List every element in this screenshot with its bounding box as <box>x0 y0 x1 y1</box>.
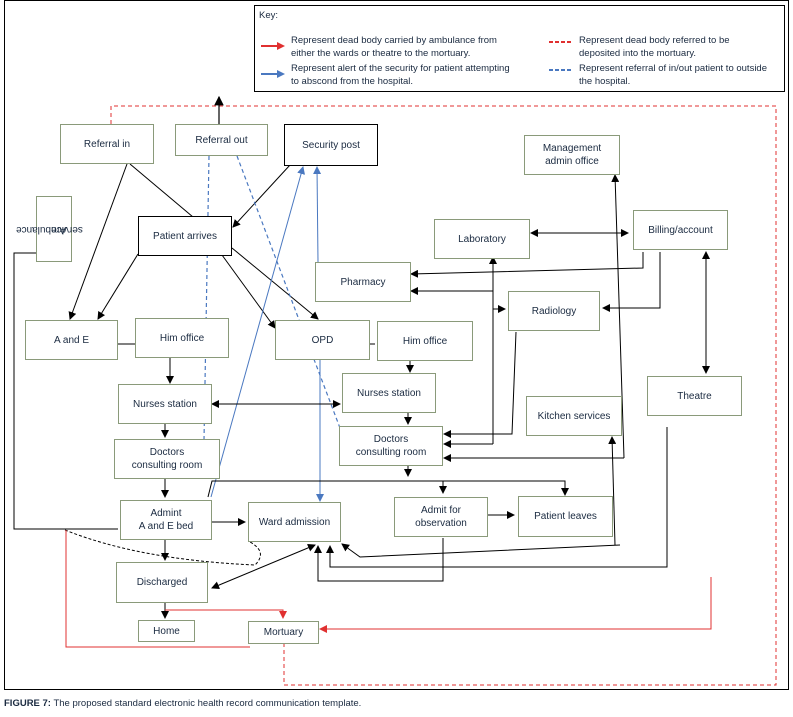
link-patient-a-and-e <box>97 253 139 320</box>
link-ward-to-security <box>313 166 322 263</box>
legend-blue-dashed-icon <box>549 69 573 71</box>
node-kitchen-services: Kitchen services <box>526 396 622 436</box>
node-referral-out: Referral out <box>175 124 268 156</box>
figure-frame <box>4 0 789 690</box>
node-theatre: Theatre <box>647 376 742 416</box>
node-opd: OPD <box>275 320 370 360</box>
node-laboratory: Laboratory <box>434 219 530 259</box>
legend-red-arrow-icon <box>261 42 285 50</box>
legend: Key: Represent dead body carried by ambu… <box>254 5 785 92</box>
node-home: Home <box>138 620 195 642</box>
link-referral-in-a-and-e <box>68 163 128 320</box>
link-security-patient <box>232 164 291 228</box>
node-security-post: Security post <box>284 124 378 166</box>
node-him-office-left: Him office <box>135 318 229 358</box>
node-radiology: Radiology <box>508 291 600 331</box>
legend-item-blue-arrow: Represent alert of the security for pati… <box>291 63 510 87</box>
node-pharmacy: Pharmacy <box>315 262 411 302</box>
node-patient-leaves: Patient leaves <box>518 496 613 537</box>
link-referral-in-patient <box>129 163 194 218</box>
node-referral-in: Referral in <box>60 124 154 164</box>
node-discharged: Discharged <box>116 562 208 603</box>
legend-blue-arrow-icon <box>261 70 285 78</box>
legend-item-red-arrow: Represent dead body carried by ambulance… <box>291 35 497 59</box>
node-nurses-station-left: Nurses station <box>118 384 212 424</box>
legend-title: Key: <box>259 10 279 21</box>
node-nurses-station-right: Nurses station <box>342 373 436 413</box>
link-referral-out-dashed-1 <box>203 155 210 441</box>
legend-red-dashed-icon <box>549 41 573 43</box>
node-a-and-e: A and E <box>25 320 118 360</box>
link-patient-opd-1 <box>221 254 276 329</box>
node-patient-arrives: Patient arrives <box>138 216 232 256</box>
legend-item-blue-dashed: Represent referral of in/out patient to … <box>579 63 768 87</box>
link-patient-opd-2 <box>231 247 319 320</box>
link-referral-in-to-mortuary-dashed <box>110 105 777 686</box>
link-admint-to-security <box>210 166 305 498</box>
node-mortuary: Mortuary <box>248 621 319 644</box>
figure-caption: FIGURE 7: The proposed standard electron… <box>4 698 362 709</box>
node-him-office-right: Him office <box>377 321 473 361</box>
node-billing-account: Billing/account <box>633 210 728 250</box>
node-ward-admission: Ward admission <box>248 502 341 542</box>
